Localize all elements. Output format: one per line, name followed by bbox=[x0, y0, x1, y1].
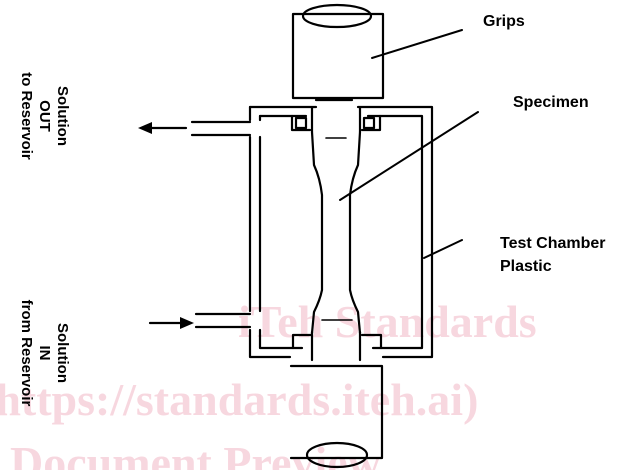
watermark-line-2: (https://standards.iteh.ai) bbox=[0, 374, 478, 425]
watermark-line-1: iTeh Standards bbox=[238, 296, 537, 347]
solution-in-label: Solution IN from Reservoir bbox=[18, 300, 71, 407]
seal-ring-right bbox=[362, 116, 376, 130]
solution-out-line-3: to Reservoir bbox=[18, 72, 35, 160]
solution-out-arrow-icon bbox=[138, 122, 188, 134]
test-chamber-label-line-2: Plastic bbox=[500, 258, 552, 275]
lower-grip bbox=[289, 364, 384, 469]
port-out bbox=[190, 120, 252, 137]
grips-label: Grips bbox=[483, 13, 525, 30]
seal-ring-left bbox=[294, 116, 308, 130]
grips-leader-line bbox=[371, 29, 463, 59]
solution-in-line-2: IN bbox=[36, 346, 53, 361]
specimen-leader-line bbox=[339, 111, 479, 201]
port-in bbox=[194, 312, 252, 329]
specimen-label: Specimen bbox=[513, 94, 589, 111]
solution-in-line-1: Solution bbox=[54, 323, 71, 383]
solution-in-line-3: from Reservoir bbox=[18, 300, 35, 407]
upper-grip bbox=[291, 3, 385, 102]
test-chamber-label-line-1: Test Chamber bbox=[500, 235, 606, 252]
solution-out-label: Solution OUT to Reservoir bbox=[18, 72, 71, 160]
solution-out-line-2: OUT bbox=[36, 100, 53, 132]
solution-in-arrow-icon bbox=[148, 317, 194, 329]
watermark: iTeh Standards (https://standards.iteh.a… bbox=[0, 296, 537, 470]
specimen bbox=[310, 130, 362, 335]
test-chamber-leader-line bbox=[423, 239, 463, 259]
test-chamber bbox=[248, 105, 434, 362]
solution-out-line-1: Solution bbox=[54, 86, 71, 146]
